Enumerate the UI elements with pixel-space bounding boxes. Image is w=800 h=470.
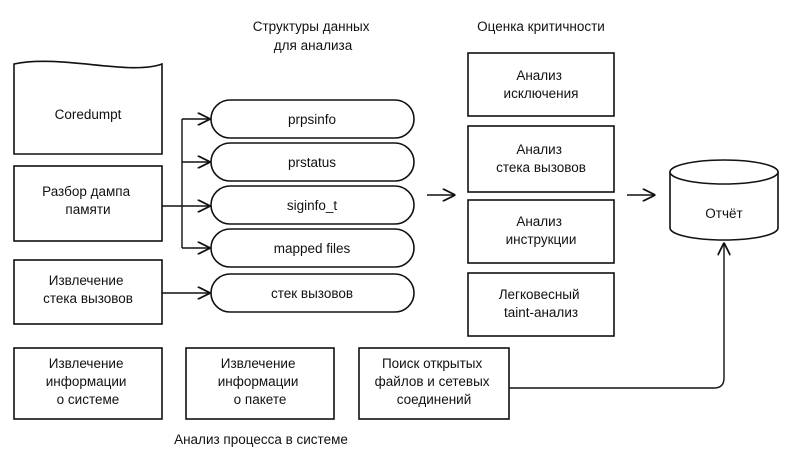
report-label: Отчёт — [705, 206, 742, 221]
package-info-box: Извлечение информации о пакете — [185, 347, 335, 420]
svg-text:prstatus: prstatus — [288, 155, 336, 170]
assessment-call-stack: Анализ стека вызовов — [467, 125, 615, 193]
svg-text:siginfo_t: siginfo_t — [287, 198, 338, 213]
header-criticality: Оценка критичности — [477, 19, 605, 34]
structure-mapped-files: mapped files — [210, 228, 415, 268]
stack-extract-box: Извлечение стека вызовов — [13, 259, 163, 325]
svg-text:Анализ инструкции: Анализ инструкции — [506, 214, 577, 247]
connectors — [162, 119, 724, 389]
coredump-label: Coredumpt — [55, 107, 122, 122]
assessment-instruction: Анализ инструкции — [467, 199, 615, 264]
arrow-open-files-to-report — [509, 244, 724, 389]
structure-call-stack: стек вызовов — [210, 273, 415, 313]
system-info-label: Извлечение информации о системе — [46, 356, 131, 407]
system-info-box: Извлечение информации о системе — [13, 347, 163, 420]
svg-text:Анализ исключения: Анализ исключения — [504, 68, 579, 101]
header-data-structures: Структуры данных для анализа — [253, 19, 374, 53]
open-files-box: Поиск открытых файлов и сетевых соединен… — [358, 347, 510, 420]
memory-dump-parse-label: Разбор дампа памяти — [42, 184, 134, 217]
open-files-label: Поиск открытых файлов и сетевых соединен… — [375, 356, 494, 407]
memory-dump-parse-box: Разбор дампа памяти — [13, 165, 163, 242]
coredump-document: Coredumpt — [13, 60, 163, 155]
assessment-taint: Легковесный taint-анализ — [467, 272, 615, 337]
svg-text:Анализ стека вызовов: Анализ стека вызовов — [496, 142, 586, 175]
svg-text:mapped files: mapped files — [274, 241, 351, 256]
structure-prpsinfo: prpsinfo — [210, 99, 415, 139]
header-process-analysis: Анализ процесса в системе — [174, 432, 348, 447]
svg-text:Легковесный taint-анализ: Легковесный taint-анализ — [499, 287, 584, 320]
structure-siginfo: siginfo_t — [210, 185, 415, 225]
assessment-exception: Анализ исключения — [467, 52, 615, 117]
report-database: Отчёт — [669, 159, 779, 241]
package-info-label: Извлечение информации о пакете — [218, 356, 303, 407]
stack-extract-label: Извлечение стека вызовов — [43, 273, 133, 306]
svg-text:prpsinfo: prpsinfo — [288, 112, 336, 127]
structure-prstatus: prstatus — [210, 142, 415, 182]
svg-text:стек вызовов: стек вызовов — [271, 286, 353, 301]
